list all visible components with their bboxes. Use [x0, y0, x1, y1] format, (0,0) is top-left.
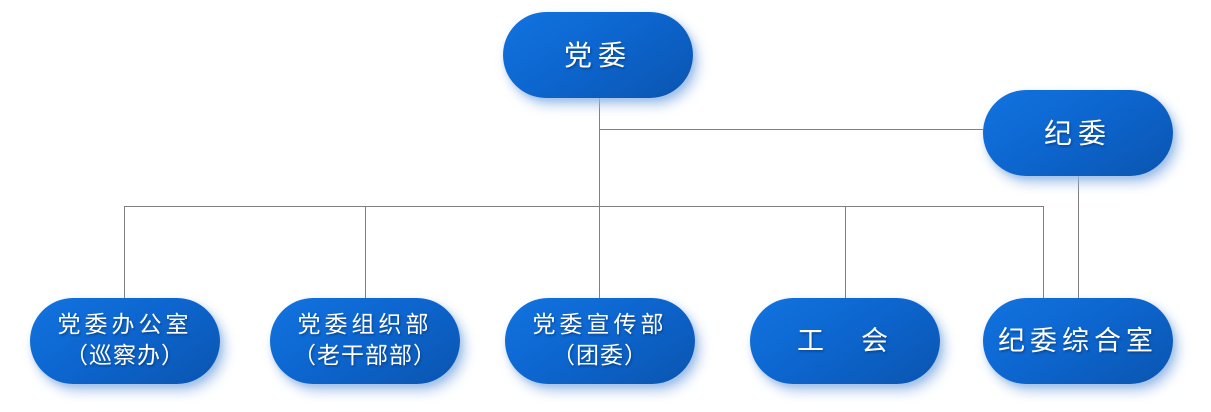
- connector-branch-rail: [124, 206, 1043, 207]
- org-node-label: 工 会: [797, 325, 893, 357]
- org-node-label: 纪委: [1043, 116, 1112, 150]
- org-node-label: 党委: [563, 38, 632, 72]
- org-node-party-office: 党委办公室 （巡察办）: [30, 298, 220, 384]
- org-node-label: 纪委综合室: [998, 325, 1158, 357]
- org-node-party-committee: 党委: [503, 12, 693, 98]
- org-node-labor-union: 工 会: [750, 298, 940, 384]
- org-node-propaganda-dept: 党委宣传部 （团委）: [505, 298, 695, 384]
- org-node-organization-dept: 党委组织部 （老干部部）: [270, 298, 460, 384]
- org-node-label: 党委办公室: [57, 312, 193, 338]
- org-node-sublabel: （巡察办）: [65, 343, 185, 369]
- org-node-label: 党委宣传部: [532, 312, 668, 338]
- connector-drop-party-office: [124, 206, 125, 298]
- org-node-discipline-committee: 纪委: [983, 90, 1173, 176]
- connector-drop-discipline-office: [1043, 206, 1044, 298]
- org-node-discipline-office: 纪委综合室: [983, 298, 1173, 384]
- org-node-sublabel: （老干部部）: [293, 343, 437, 369]
- connector-discipline-to-office: [1078, 176, 1079, 298]
- connector-drop-labor-union: [845, 206, 846, 298]
- org-node-sublabel: （团委）: [552, 343, 648, 369]
- connector-drop-organization-dept: [365, 206, 366, 298]
- connector-party-to-discipline: [599, 129, 983, 130]
- connector-party-vertical: [599, 98, 600, 298]
- org-node-label: 党委组织部: [297, 312, 433, 338]
